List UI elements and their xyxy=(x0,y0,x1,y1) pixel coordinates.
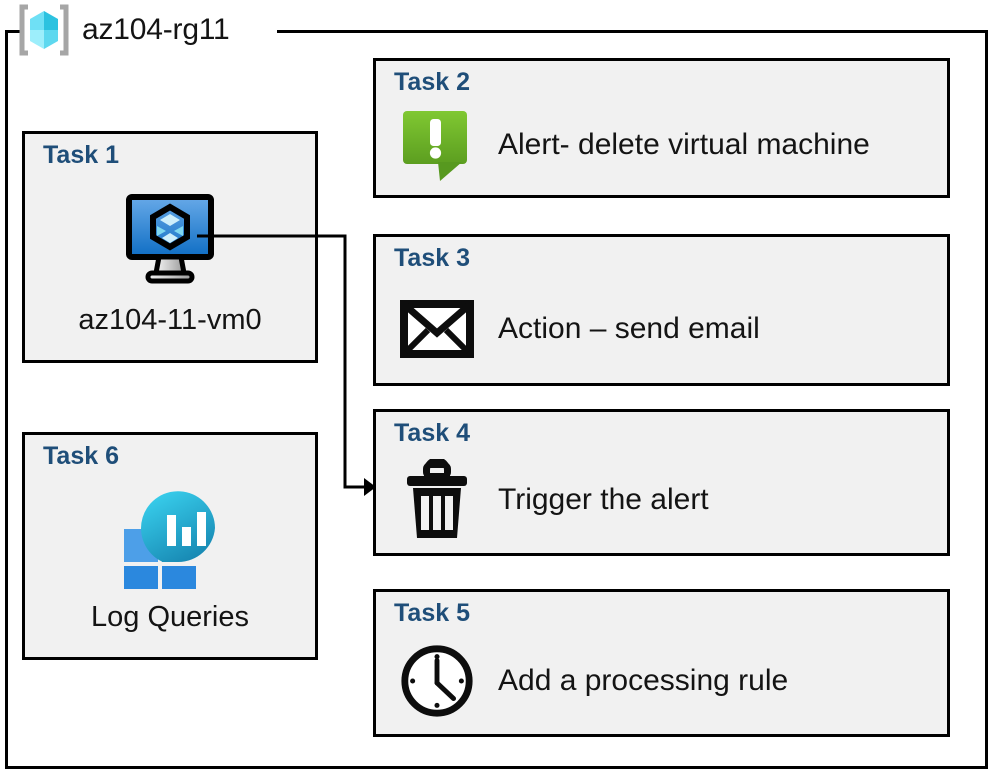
task-card-label: Log Queries xyxy=(91,601,249,633)
task-card-task2[interactable]: Task 2 Alert- delete virtual machin xyxy=(373,58,950,198)
resource-group-frame xyxy=(5,30,988,769)
resource-group-name: az104-rg11 xyxy=(82,13,230,46)
clock-icon xyxy=(398,641,476,721)
task-card-label: Action – send email xyxy=(498,312,760,345)
task-card-title: Task 3 xyxy=(394,244,470,272)
resource-group-frame-top-left-segment xyxy=(5,30,21,33)
task-card-task4[interactable]: Task 4 Trigger the alert xyxy=(373,409,950,556)
virtual-machine-icon xyxy=(25,194,315,286)
alert-bubble-icon xyxy=(398,107,476,183)
resource-group-frame-top-right-segment xyxy=(277,30,988,33)
task-card-title: Task 5 xyxy=(394,599,470,627)
task-card-task5[interactable]: Task 5 Add a processing rule xyxy=(373,589,950,737)
task-card-title: Task 6 xyxy=(43,442,119,470)
resource-group-icon xyxy=(14,4,74,56)
log-analytics-icon xyxy=(25,489,315,589)
task-card-task3[interactable]: Task 3 Action – send email xyxy=(373,234,950,386)
resource-group-title: az104-rg11 xyxy=(14,2,230,58)
envelope-icon xyxy=(398,300,476,358)
task-card-title: Task 4 xyxy=(394,419,470,447)
task-card-label: az104-11-vm0 xyxy=(78,304,262,336)
task-card-task1[interactable]: Task 1 xyxy=(22,131,318,363)
task-card-label: Add a processing rule xyxy=(498,664,789,697)
task-card-task6[interactable]: Task 6 xyxy=(22,432,318,660)
task-card-label: Trigger the alert xyxy=(498,483,709,516)
task-card-title: Task 2 xyxy=(394,68,470,96)
task-card-title: Task 1 xyxy=(43,141,119,169)
trash-can-icon xyxy=(398,459,476,541)
task-card-label: Alert- delete virtual machine xyxy=(498,128,870,161)
